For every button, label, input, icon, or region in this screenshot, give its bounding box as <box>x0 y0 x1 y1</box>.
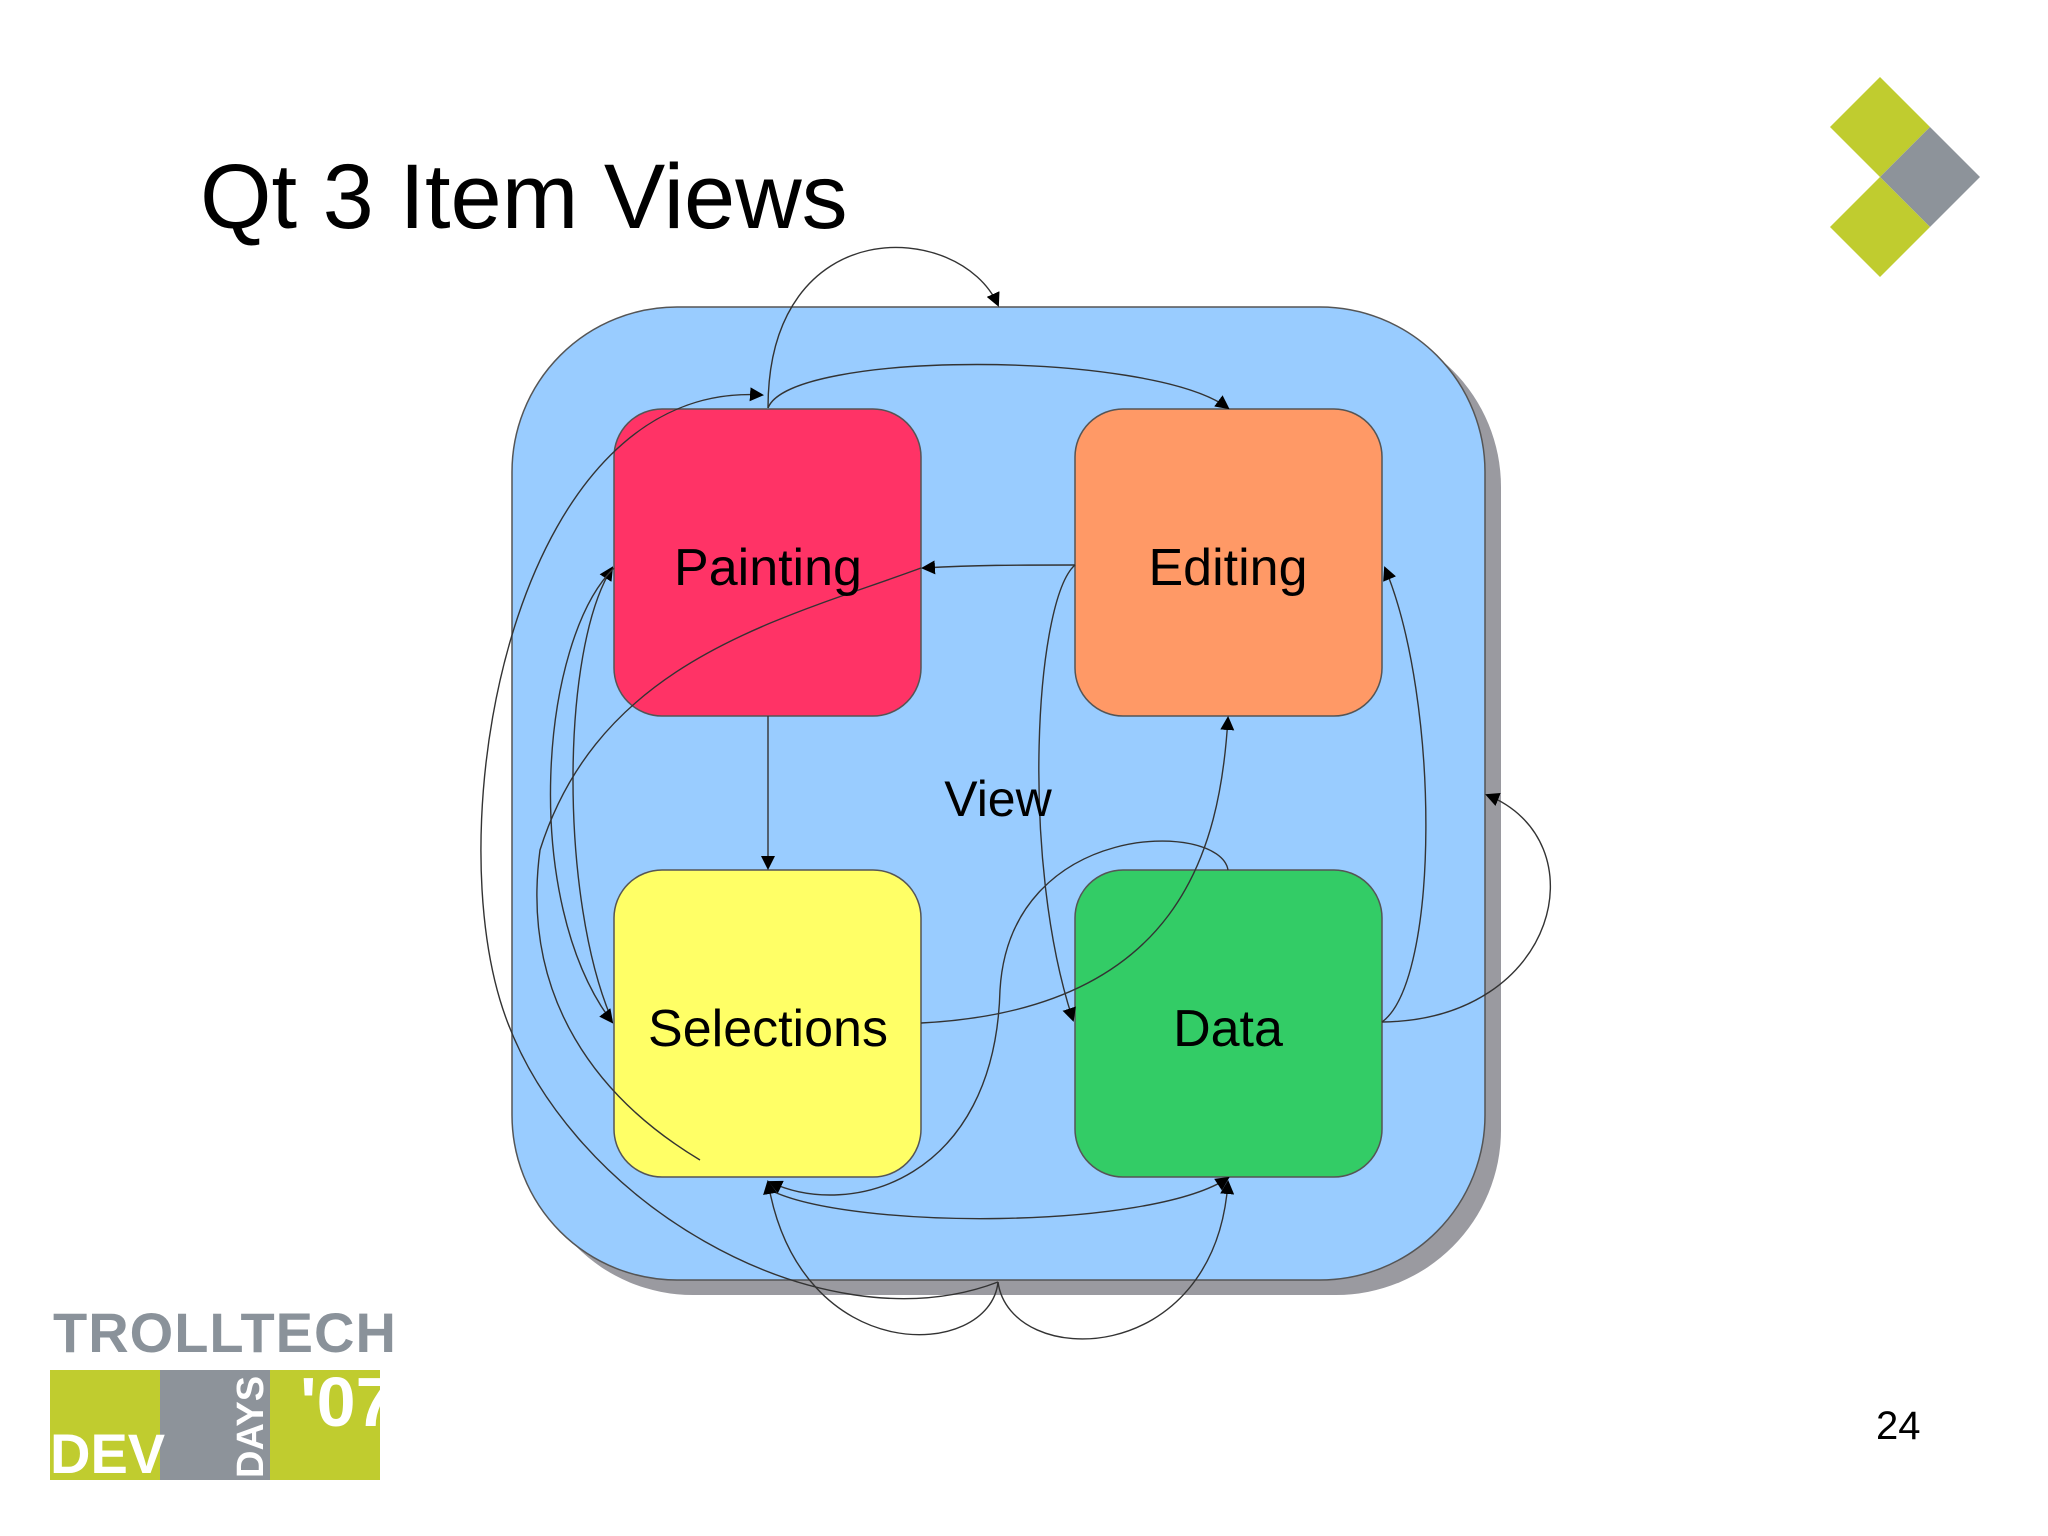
days-text: DAYS <box>230 1375 272 1478</box>
arrow-bottom-loop-selections <box>763 1180 999 1336</box>
arrow-selections-to-editing <box>920 716 1235 1024</box>
selections-box <box>613 869 922 1178</box>
arrow-painting-to-selections-left <box>549 567 615 1024</box>
trolltech-devdays-logo: TROLLTECH DEV DAYS '07 <box>45 1300 396 1490</box>
selections-label: Selections <box>648 1000 888 1058</box>
arrow-data-to-selections <box>768 840 1229 1196</box>
arrow-editing-to-painting-cross <box>536 567 922 1161</box>
view-label: View <box>944 771 1052 827</box>
editing-label: Editing <box>1149 539 1308 597</box>
arrow-data-to-container <box>1381 792 1551 1023</box>
painting-label: Painting <box>674 539 862 597</box>
dev-text: DEV <box>50 1422 166 1485</box>
devdays-badge: DEV DAYS '07 <box>50 1363 395 1485</box>
arrow-bottom-to-painting-outer <box>480 387 999 1300</box>
arrow-painting-to-editing <box>767 363 1230 410</box>
data-label: Data <box>1173 1000 1283 1058</box>
trolltech-wordmark: TROLLTECH <box>53 1301 397 1364</box>
arrow-painting-self-loop <box>767 246 1000 409</box>
year-block <box>270 1370 380 1480</box>
arrow-editing-to-painting <box>921 560 1076 575</box>
dev-block <box>50 1370 160 1480</box>
diamond-bottom-green <box>1830 177 1930 277</box>
arrow-selections-to-painting <box>572 566 614 1021</box>
arrow-data-to-editing-right <box>1381 566 1427 1023</box>
year-text: '07 <box>300 1363 395 1441</box>
corner-diamond-logo <box>1830 77 1980 277</box>
arrow-selections-to-data <box>769 1176 1230 1220</box>
arrow-bottom-loop-data <box>997 1180 1235 1340</box>
page-number: 24 <box>1876 1404 1921 1448</box>
slide-title: Qt 3 Item Views <box>200 146 848 248</box>
grey-block <box>160 1370 270 1480</box>
arrow-editing-to-data <box>1038 564 1076 1022</box>
